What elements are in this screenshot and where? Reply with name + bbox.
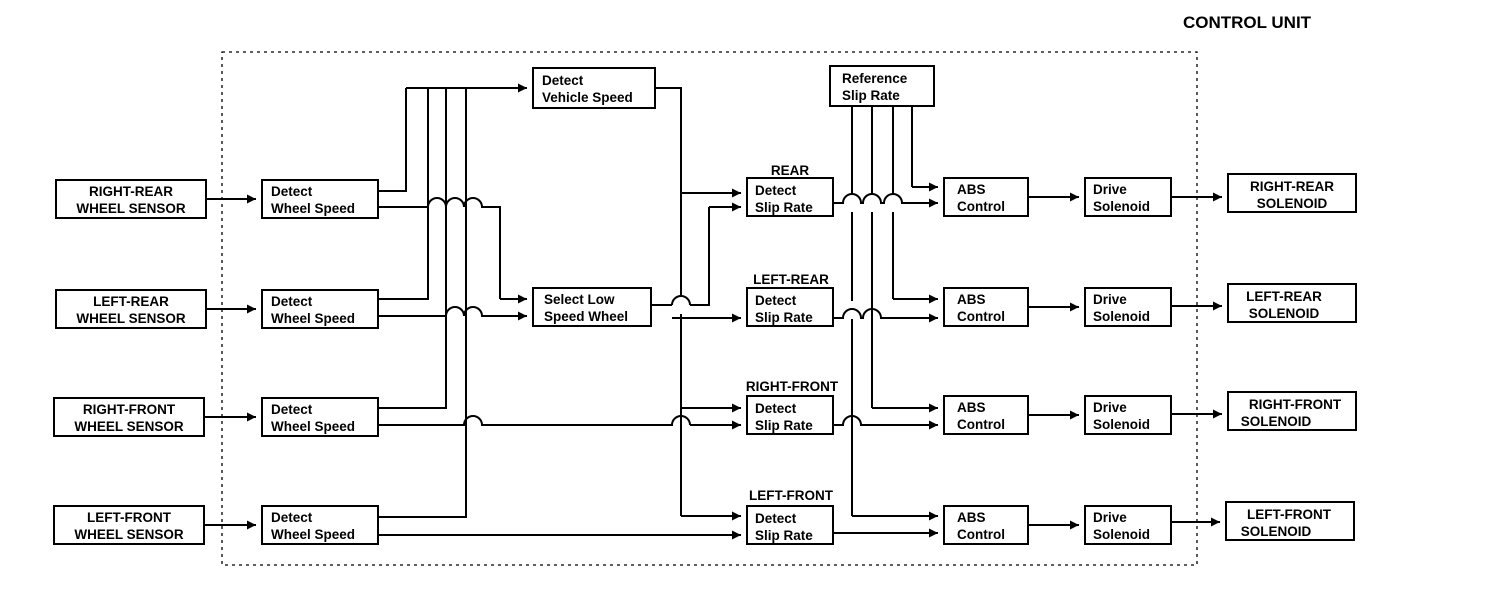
block-label-line2: Solenoid — [1093, 527, 1150, 542]
block-label-line2: Solenoid — [1093, 417, 1150, 432]
sensor-label-line1: LEFT-REAR — [93, 294, 169, 309]
heading-left-front: LEFT-FRONT — [749, 488, 834, 503]
control-unit-boundary — [221, 51, 1198, 566]
heading-left-rear: LEFT-REAR — [753, 272, 829, 287]
drive-solenoid-4: Drive Solenoid — [1084, 505, 1172, 545]
block-label-line2: Vehicle Speed — [542, 90, 633, 105]
solenoid-label-line2: SOLENOID — [1257, 196, 1328, 211]
block-label-line1: Detect — [755, 293, 797, 308]
block-label-line2: Wheel Speed — [271, 311, 355, 326]
heading-rear: REAR — [771, 163, 810, 178]
block-label-line2: Wheel Speed — [271, 201, 355, 216]
block-label-line1: Reference — [842, 71, 908, 86]
block-label-line2: Slip Rate — [755, 200, 813, 215]
detect-wheel-speed-1: Detect Wheel Speed — [261, 179, 379, 219]
block-label-line2: Control — [957, 199, 1005, 214]
block-label-line2: Wheel Speed — [271, 527, 355, 542]
block-label-line1: Drive — [1093, 292, 1127, 307]
block-label-line1: Drive — [1093, 510, 1127, 525]
solenoid-label-line1: RIGHT-FRONT — [1249, 397, 1342, 412]
solenoid-right-front: RIGHT-FRONT SOLENOID — [1227, 391, 1357, 431]
drive-solenoid-2: Drive Solenoid — [1084, 287, 1172, 327]
detect-wheel-speed-4: Detect Wheel Speed — [261, 505, 379, 545]
block-label-line2: Speed Wheel — [544, 309, 628, 324]
block-label-line1: ABS — [957, 400, 986, 415]
wheel-sensor-left-front: LEFT-FRONT WHEEL SENSOR — [53, 505, 205, 545]
solenoid-left-rear: LEFT-REAR SOLENOID — [1227, 283, 1357, 323]
solenoid-left-front: LEFT-FRONT SOLENOID — [1225, 501, 1355, 541]
connector-wires — [204, 83, 1222, 540]
block-label-line1: Select Low — [544, 292, 615, 307]
detect-slip-rate-rear: Detect Slip Rate — [746, 177, 834, 217]
block-label-line2: Slip Rate — [842, 88, 900, 103]
block-label-line2: Control — [957, 417, 1005, 432]
wheel-sensor-right-front: RIGHT-FRONT WHEEL SENSOR — [53, 397, 205, 437]
sensor-label-line2: WHEEL SENSOR — [76, 311, 186, 326]
block-label-line1: Detect — [755, 511, 797, 526]
control-unit-title: CONTROL UNIT — [1183, 13, 1312, 32]
block-label-line1: Detect — [271, 294, 313, 309]
sensor-label-line2: WHEEL SENSOR — [74, 419, 184, 434]
block-label-line2: Wheel Speed — [271, 419, 355, 434]
solenoid-right-rear: RIGHT-REAR SOLENOID — [1227, 173, 1357, 213]
block-label-line1: Detect — [755, 183, 797, 198]
abs-control-1: ABS Control — [943, 177, 1029, 217]
drive-solenoid-1: Drive Solenoid — [1084, 177, 1172, 217]
solenoid-label-line2: SOLENOID — [1249, 306, 1320, 321]
sensor-label-line1: LEFT-FRONT — [87, 510, 172, 525]
block-label-line1: ABS — [957, 510, 986, 525]
detect-vehicle-speed-block: Detect Vehicle Speed — [532, 67, 656, 109]
heading-right-front: RIGHT-FRONT — [746, 379, 839, 394]
detect-slip-rate-right-front: Detect Slip Rate — [746, 395, 834, 435]
solenoid-label-line1: RIGHT-REAR — [1250, 179, 1334, 194]
solenoid-label-line1: LEFT-REAR — [1246, 289, 1322, 304]
abs-control-4: ABS Control — [943, 505, 1029, 545]
detect-wheel-speed-3: Detect Wheel Speed — [261, 397, 379, 437]
abs-control-2: ABS Control — [943, 287, 1029, 327]
block-label-line1: Detect — [271, 510, 313, 525]
block-label-line2: Slip Rate — [755, 418, 813, 433]
wheel-sensor-left-rear: LEFT-REAR WHEEL SENSOR — [55, 289, 207, 329]
block-label-line2: Control — [957, 527, 1005, 542]
block-label-line2: Control — [957, 309, 1005, 324]
block-label-line1: Drive — [1093, 400, 1127, 415]
reference-slip-rate-block: Reference Slip Rate — [829, 65, 935, 107]
block-label-line1: Detect — [542, 73, 584, 88]
detect-slip-rate-left-front: Detect Slip Rate — [746, 505, 834, 545]
block-label-line1: Drive — [1093, 182, 1127, 197]
block-label-line1: ABS — [957, 182, 986, 197]
solenoid-label-line2: SOLENOID — [1241, 524, 1312, 539]
detect-slip-rate-left-rear: Detect Slip Rate — [746, 287, 834, 327]
block-label-line2: Solenoid — [1093, 309, 1150, 324]
select-low-speed-wheel-block: Select Low Speed Wheel — [532, 287, 652, 327]
block-label-line2: Solenoid — [1093, 199, 1150, 214]
wheel-sensor-right-rear: RIGHT-REAR WHEEL SENSOR — [55, 179, 207, 219]
block-label-line1: Detect — [271, 184, 313, 199]
block-label-line1: Detect — [755, 401, 797, 416]
sensor-label-line2: WHEEL SENSOR — [74, 527, 184, 542]
detect-wheel-speed-2: Detect Wheel Speed — [261, 289, 379, 329]
block-label-line1: ABS — [957, 292, 986, 307]
solenoid-label-line2: SOLENOID — [1241, 414, 1312, 429]
abs-control-3: ABS Control — [943, 395, 1029, 435]
block-label-line1: Detect — [271, 402, 313, 417]
sensor-label-line1: RIGHT-REAR — [89, 184, 173, 199]
sensor-label-line1: RIGHT-FRONT — [83, 402, 176, 417]
solenoid-label-line1: LEFT-FRONT — [1247, 507, 1332, 522]
drive-solenoid-3: Drive Solenoid — [1084, 395, 1172, 435]
block-label-line2: Slip Rate — [755, 310, 813, 325]
sensor-label-line2: WHEEL SENSOR — [76, 201, 186, 216]
block-label-line2: Slip Rate — [755, 528, 813, 543]
